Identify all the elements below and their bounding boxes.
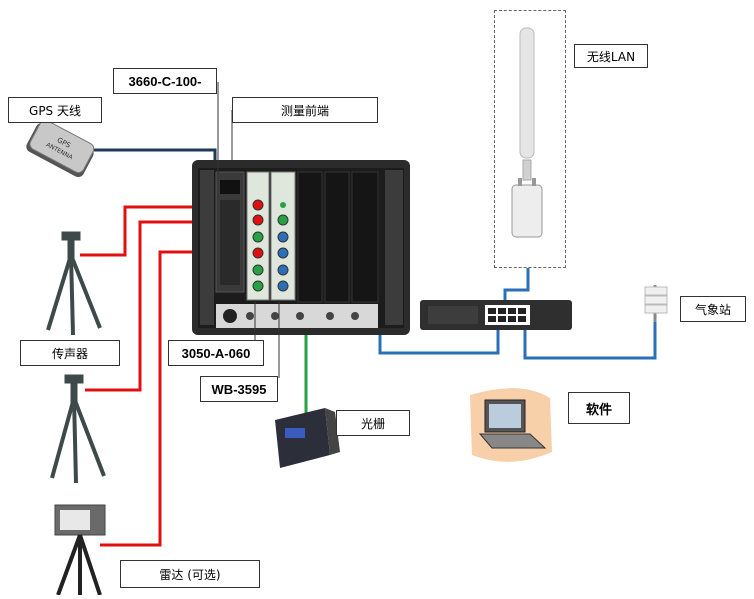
wlan-dashed-box	[494, 10, 566, 268]
weather-station	[644, 285, 668, 322]
weather-network-cable	[523, 320, 657, 360]
gps-antenna: GPS ANTENNA	[26, 119, 95, 178]
empty-slot	[324, 171, 350, 303]
module-3050	[246, 171, 270, 301]
controller-module-3660	[215, 171, 245, 293]
software-laptop	[470, 388, 552, 462]
light-barrier-sensor	[275, 408, 340, 468]
empty-slot	[351, 171, 379, 303]
weather-station-label: 气象站	[680, 296, 746, 322]
model-3660-label: 3660-C-100-	[113, 68, 217, 94]
microphone-tripod-2	[50, 374, 106, 484]
network-switch	[420, 300, 572, 330]
front-end-label: 测量前端	[232, 97, 378, 123]
empty-slot	[297, 171, 323, 303]
model-3050-label: 3050-A-060	[168, 340, 264, 366]
module-wb3595	[270, 171, 296, 301]
microphone-label: 传声器	[20, 340, 120, 366]
radar-label: 雷达 (可选)	[120, 560, 260, 588]
microphone-tripod-1	[46, 231, 102, 336]
radar-device	[54, 504, 106, 596]
software-label: 软件	[568, 392, 630, 424]
wireless-lan-label: 无线LAN	[574, 44, 648, 68]
wlan-antenna	[511, 27, 543, 238]
model-wb-label: WB-3595	[200, 376, 278, 402]
microphone-1-cable	[80, 205, 255, 257]
light-barrier-label: 光栅	[336, 410, 410, 436]
front-end-chassis	[192, 160, 410, 335]
gps-antenna-label: GPS 天线	[8, 97, 102, 123]
